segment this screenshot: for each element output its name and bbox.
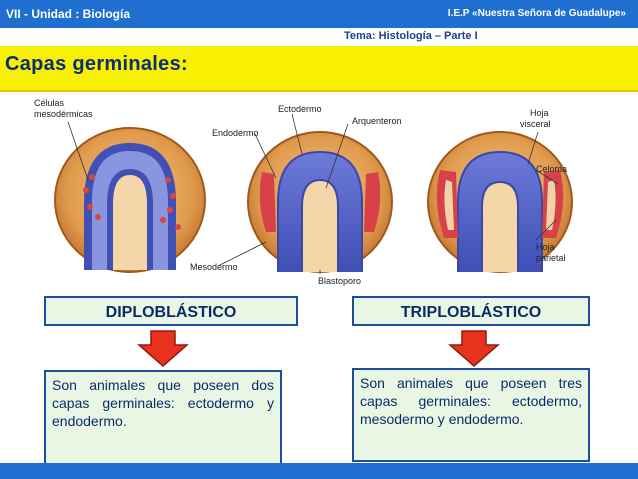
topic-label: Tema: Histología – Parte I: [344, 30, 478, 42]
page-title: Capas germinales:: [5, 53, 188, 75]
unit-label: VII - Unidad : Biología: [6, 7, 130, 21]
triploblastic-title: TRIPLOBLÁSTICO: [352, 296, 590, 326]
arrow-down-icon: [448, 330, 500, 367]
label-endoderm: Endodermo: [212, 128, 259, 138]
label-visceral-2: visceral: [520, 119, 551, 129]
triploblastic-description: Son animales que poseen tres capas germi…: [352, 368, 590, 462]
embryo-stage-1: [54, 127, 206, 273]
bottom-bar: [0, 463, 638, 479]
heading-bar: [0, 46, 638, 92]
label-mesodermic-cells-2: mesodérmicas: [34, 109, 93, 119]
embryo-stage-2: [247, 131, 393, 273]
label-parietal-2: parietal: [536, 253, 566, 263]
top-bar: [0, 0, 638, 28]
diploblastic-title: DIPLOBLÁSTICO: [44, 296, 298, 326]
pointer-lines: [67, 113, 559, 274]
germ-layers-diagram: Células mesodérmicas Ectodermo Endodermo…: [34, 98, 573, 286]
school-label: I.E.P «Nuestra Señora de Guadalupe»: [447, 8, 626, 19]
label-ectoderm: Ectodermo: [278, 104, 322, 114]
label-mesoderm: Mesodermo: [190, 262, 238, 272]
arrow-down-icon: [137, 330, 189, 367]
label-visceral-1: Hoja: [530, 108, 549, 118]
diploblastic-description: Son animales que poseen dos capas germin…: [44, 370, 282, 468]
label-parietal-1: Hoja: [536, 242, 555, 252]
label-blastopore: Blastoporo: [318, 276, 361, 286]
label-mesodermic-cells-1: Células: [34, 98, 65, 108]
embryo-stage-3: [427, 131, 573, 273]
label-coelom: Celoma: [536, 164, 567, 174]
label-archenteron: Arquenteron: [352, 116, 402, 126]
